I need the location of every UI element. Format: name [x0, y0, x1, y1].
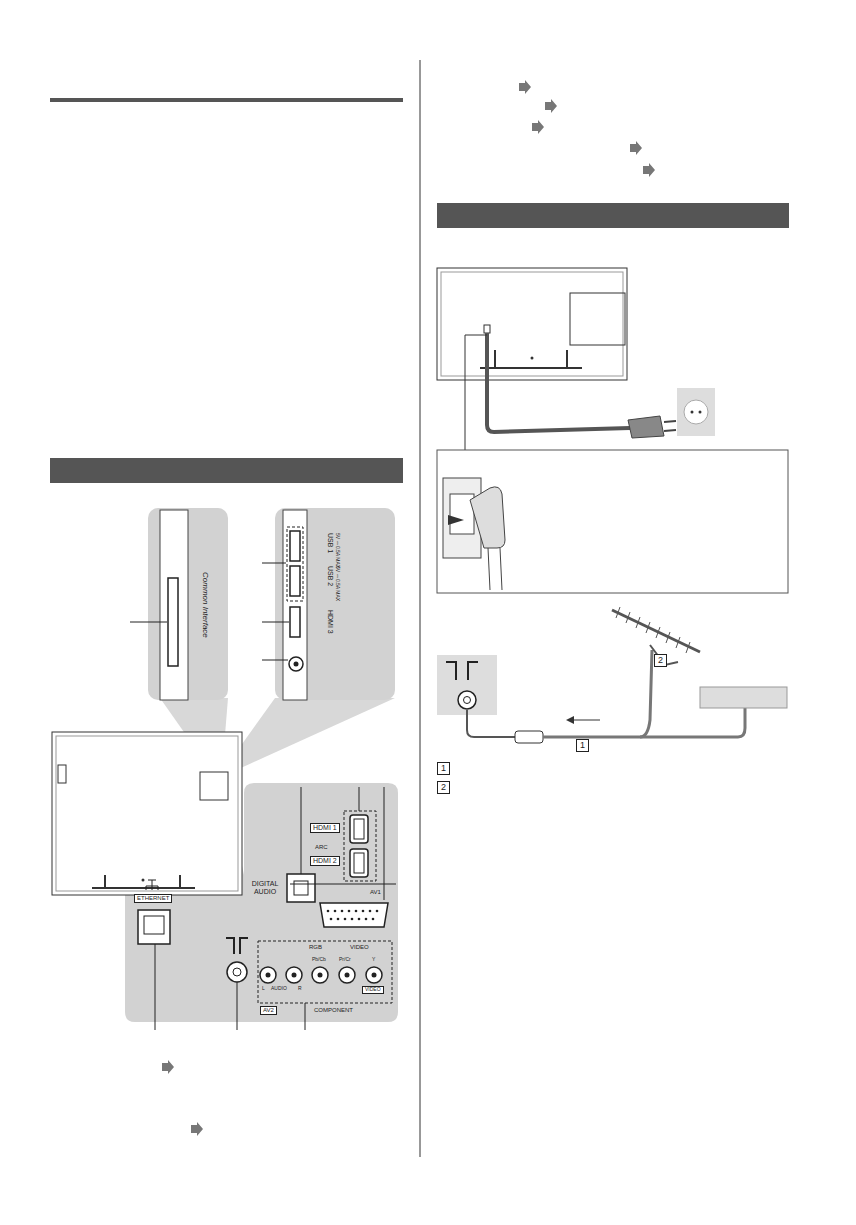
signal-label: VIDEO	[362, 986, 384, 994]
port-label: ARC	[315, 844, 328, 851]
signal-label: VIDEO	[350, 944, 369, 951]
port-label: USB 2	[326, 566, 334, 586]
port-label: USB 1	[326, 533, 334, 553]
signal-label: AUDIO	[271, 986, 287, 992]
port-label: HDMI 2	[310, 856, 340, 866]
callout-number: 1	[437, 762, 450, 775]
signal-label: Pr/Cr	[339, 957, 351, 963]
signal-label: RGB	[309, 944, 322, 951]
signal-label: R	[298, 986, 302, 992]
port-label: AV1	[370, 889, 381, 896]
rating-label: 5V ⎓ 0.5A MAX	[334, 566, 340, 601]
signal-label: Y	[372, 957, 375, 963]
callout-number: 2	[437, 781, 450, 794]
port-label: COMPONENT	[314, 1007, 353, 1014]
port-label: DIGITAL AUDIO	[245, 880, 285, 896]
rating-label: 5V ⎓ 0.5A MAX	[334, 533, 340, 568]
port-label: AV2	[260, 1006, 277, 1015]
signal-label: Pb/Cb	[312, 957, 326, 963]
port-label: HDMI 1	[310, 823, 340, 833]
port-label: HDMI 3	[326, 610, 334, 634]
signal-label: L	[262, 986, 265, 992]
callout-number: 1	[576, 739, 589, 752]
callout-number: 2	[654, 654, 667, 667]
port-label: ETHERNET	[134, 894, 172, 903]
slot-label: Common Interface	[201, 572, 210, 638]
